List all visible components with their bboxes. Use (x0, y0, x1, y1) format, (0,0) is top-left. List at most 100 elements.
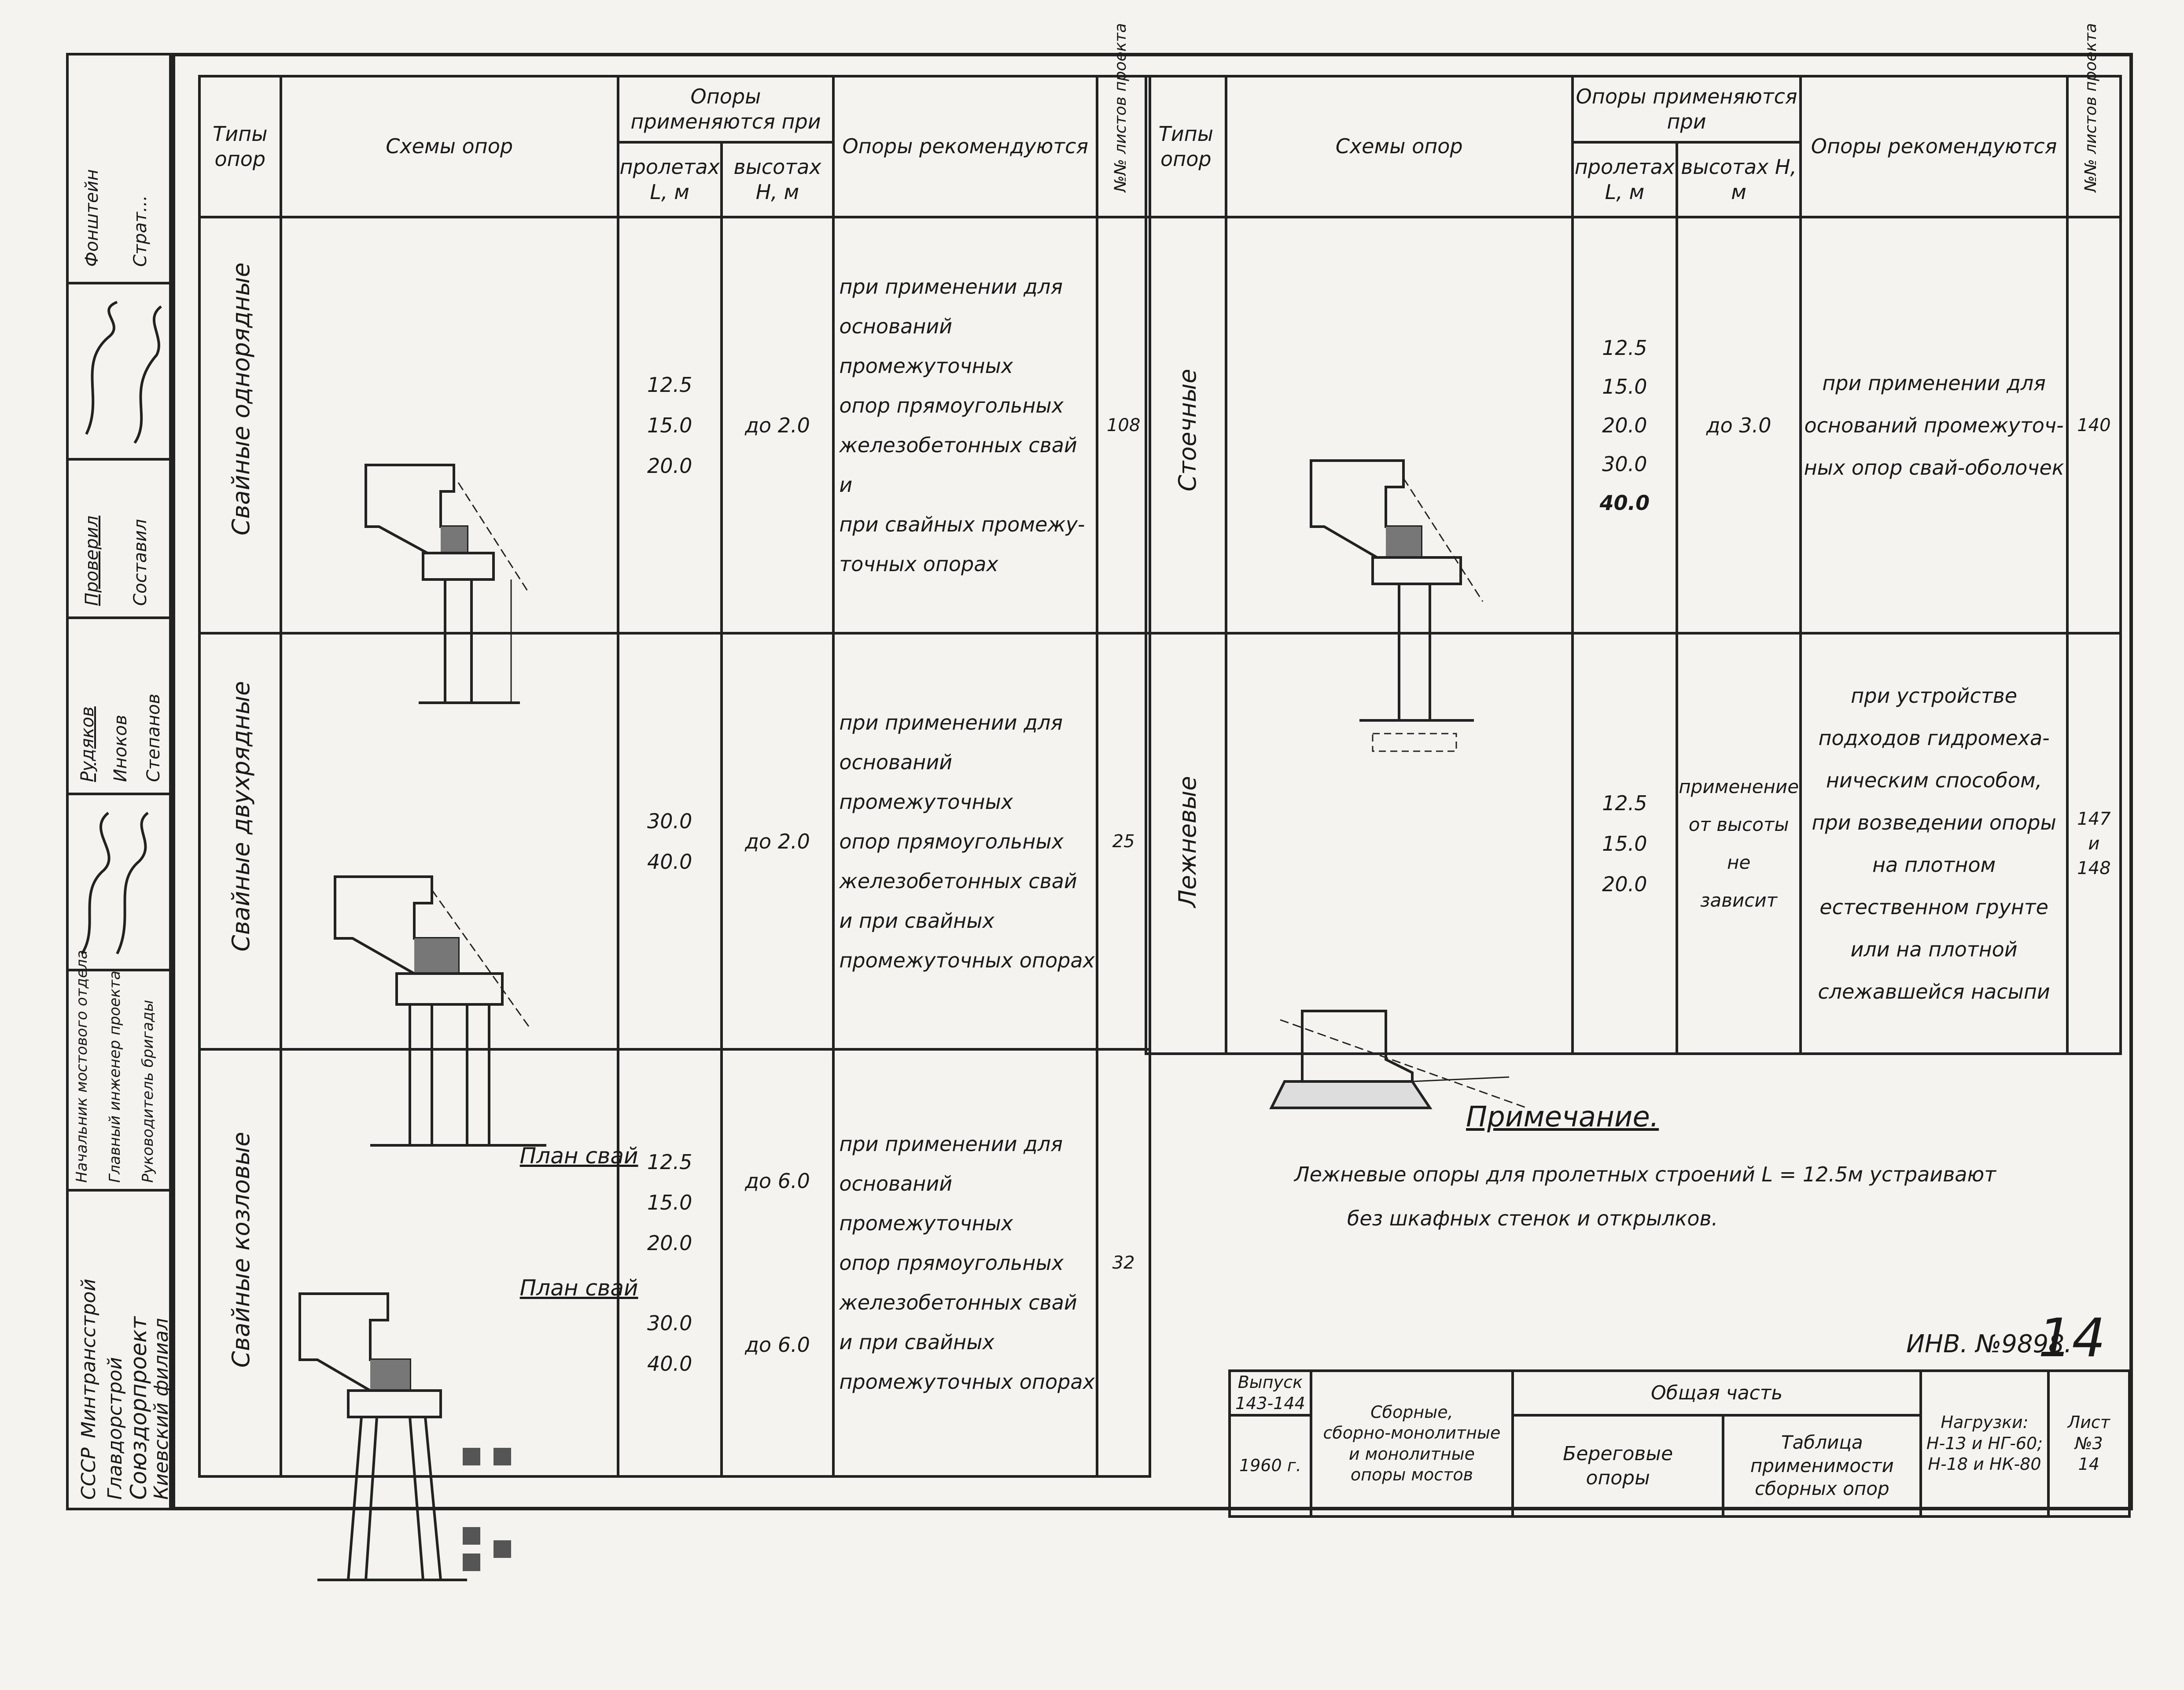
span-3-3: 20.0 (647, 1231, 692, 1255)
stamp-loads: Нагрузки: Н-13 и НГ-60; Н-18 и НК-80 (1919, 1369, 2050, 1518)
stamp-load-2: Н-18 и НК-80 (1928, 1454, 2041, 1474)
r-height-cell-2: применение от высоты не зависит (1675, 632, 1802, 1055)
org-soyuzdorproekt: Союздорпроект (126, 1316, 151, 1500)
drawing-sheet: Фонштейн Страт... Проверил Составил Рудя… (66, 23, 2133, 1581)
r-rec-2-2: подходов гидромеха- (1818, 726, 2050, 750)
org-mintransstroy: Минтрансстрой (77, 1278, 100, 1438)
org-ussr: СССР (77, 1447, 100, 1500)
type-label-1: Свайные однорядные (227, 262, 255, 535)
rec-3-6: промежуточных опорах (839, 1370, 1095, 1394)
r-sheet-cell-1: 140 (2066, 216, 2122, 635)
left-table: Типы опор Схемы опор Опоры применяются п… (198, 23, 1151, 1581)
hdr-schemes: Схемы опор (279, 75, 619, 218)
rec-1-5: при свайных промежу- (839, 512, 1085, 536)
recommend-cell-3: при применении для оснований промежуточн… (832, 1048, 1099, 1478)
height-cell-3: до 6.0 до 6.0 (720, 1048, 835, 1478)
sheet-cell-2: 25 (1096, 632, 1151, 1051)
height-cell-1: до 2.0 (720, 216, 835, 635)
rec-1-4: железобетонных свай и (839, 433, 1077, 497)
type-cell-1: Свайные однорядные (198, 216, 282, 635)
r-sheet-2-3: 148 (2077, 858, 2111, 878)
r-hdr-sheets-text: №№ листов проекта (2081, 23, 2100, 192)
stamp-issue-label: Выпуск (1237, 1373, 1303, 1392)
stamp-title-2: применимости (1750, 1454, 1894, 1476)
span-3-2: 15.0 (647, 1191, 692, 1214)
r-type-label-2: Лежневые (1174, 776, 1201, 908)
height-spacer (723, 1201, 832, 1325)
rec-2-5: и при свайных (839, 908, 994, 933)
hdr-heights: высотах H, м (720, 141, 835, 218)
hdr-types: Типы опор (198, 75, 282, 218)
r-spans-cell-2: 12.5 15.0 20.0 (1571, 632, 1678, 1055)
type-label-3: Свайные козловые (227, 1132, 255, 1368)
r-hdr-sheets: №№ листов проекта (2066, 23, 2122, 218)
rec-2-6: промежуточных опорах (839, 948, 1095, 972)
role-chief-engineer: Главный инженер проекта (106, 970, 124, 1183)
span-3-5: 40.0 (647, 1352, 692, 1376)
note-line-1: Лежневые опоры для пролетных строений L … (1294, 1162, 1996, 1186)
stamp-series-4: опоры мостов (1350, 1465, 1473, 1484)
rec-3-1: при применении для (839, 1132, 1063, 1156)
left-row-3: Свайные козловые План свай План (198, 1048, 1151, 1581)
r-hdr-schemes: Схемы опор (1224, 75, 1574, 218)
r-rec-2-5: на плотном (1872, 852, 1996, 877)
span-2-2: 40.0 (647, 849, 692, 874)
rec-2-1: при применении для (839, 710, 1063, 734)
hdr-sheets: №№ листов проекта (1096, 23, 1151, 218)
r-sheet-cell-2: 147 и 148 (2066, 632, 2122, 1055)
r-rec-1-1: при применении для (1822, 371, 2046, 395)
r-span-2-3: 20.0 (1602, 872, 1647, 896)
plan-label-1: План свай (519, 1143, 638, 1169)
rec-1-1: при применении для (839, 274, 1063, 299)
stamp-sheet-label: Лист (2067, 1413, 2110, 1432)
role-team-lead: Руководитель бригады (139, 1000, 157, 1183)
signature-marks-2 (81, 812, 149, 955)
r-rec-2-6: естественном грунте (1819, 895, 2048, 919)
r-height-2-3: не (1727, 851, 1751, 873)
side-box-names: Рудяков Иноков Степанов (66, 616, 172, 793)
stamp-series: Сборные, сборно-монолитные и монолитные … (1309, 1369, 1514, 1518)
height-3-1: до 6.0 (745, 1169, 810, 1193)
composed-label: Составил (130, 519, 151, 606)
stamp-sheet: Лист №3 14 (2047, 1369, 2131, 1518)
r-scheme-cell-1 (1224, 216, 1574, 752)
rec-1-6: точных опорах (839, 552, 998, 576)
r-hdr-applied-when: Опоры применяются при (1571, 75, 1802, 144)
hdr-sheets-text: №№ листов проекта (1112, 23, 1130, 192)
type-cell-3: Свайные козловые (198, 1048, 282, 1478)
r-hdr-heights: высотах H, м (1675, 141, 1802, 218)
stamp-series-1: Сборные, (1370, 1402, 1453, 1422)
side-box-approvals: Фонштейн Страт... (66, 53, 172, 282)
recommend-cell-1: при применении для оснований промежуточн… (832, 216, 1099, 635)
stamp-sheet-no: №3 (2074, 1433, 2103, 1453)
r-recommend-cell-2: при устройстве подходов гидромеха- ничес… (1799, 632, 2069, 1055)
rec-1-3: опор прямоугольных (839, 393, 1064, 417)
r-hdr-spans: пролетах L, м (1571, 141, 1678, 218)
hdr-spans: пролетах L, м (616, 141, 723, 218)
stamp-block: Выпуск 143-144 Сборные, сборно-монолитны… (1228, 1369, 2131, 1518)
note-line-2: без шкафных стенок и открылков. (1347, 1207, 1718, 1230)
span-1-3: 20.0 (647, 454, 692, 478)
r-height-2-2: от высоты (1688, 813, 1789, 835)
r-rec-2-7: или на плотной (1850, 937, 2018, 961)
r-span-1-2: 15.0 (1602, 374, 1647, 399)
inventory-number: ИНВ. №9898. (1906, 1330, 2072, 1358)
rec-1-2: оснований промежуточных (839, 314, 1013, 378)
r-hdr-types: Типы опор (1145, 75, 1227, 218)
span-2-1: 30.0 (647, 809, 692, 833)
r-scheme-cell-2 (1224, 632, 1574, 1109)
right-table: Типы опор Схемы опор Опоры применяются п… (1145, 23, 2122, 1109)
sheet-cell-3: 32 (1096, 1048, 1151, 1478)
stamp-sheet-value: 14 (2078, 1454, 2099, 1474)
r-span-1-3: 20.0 (1602, 413, 1647, 437)
approval-name-2: Страт... (130, 195, 151, 267)
scheme-trestle-piles (298, 1292, 511, 1581)
stamp-loads-label: Нагрузки: (1941, 1413, 2029, 1432)
rec-2-4: железобетонных свай (839, 869, 1077, 893)
rec-3-2: оснований промежуточных (839, 1172, 1013, 1235)
name-rudyakov: Рудяков (77, 706, 98, 782)
name-stepanov: Степанов (144, 694, 164, 782)
rec-2-3: опор прямоугольных (839, 829, 1064, 853)
r-rec-2-3: ническим способом, (1826, 768, 2042, 792)
r-hdr-recommended: Опоры рекомендуются (1799, 75, 2069, 218)
